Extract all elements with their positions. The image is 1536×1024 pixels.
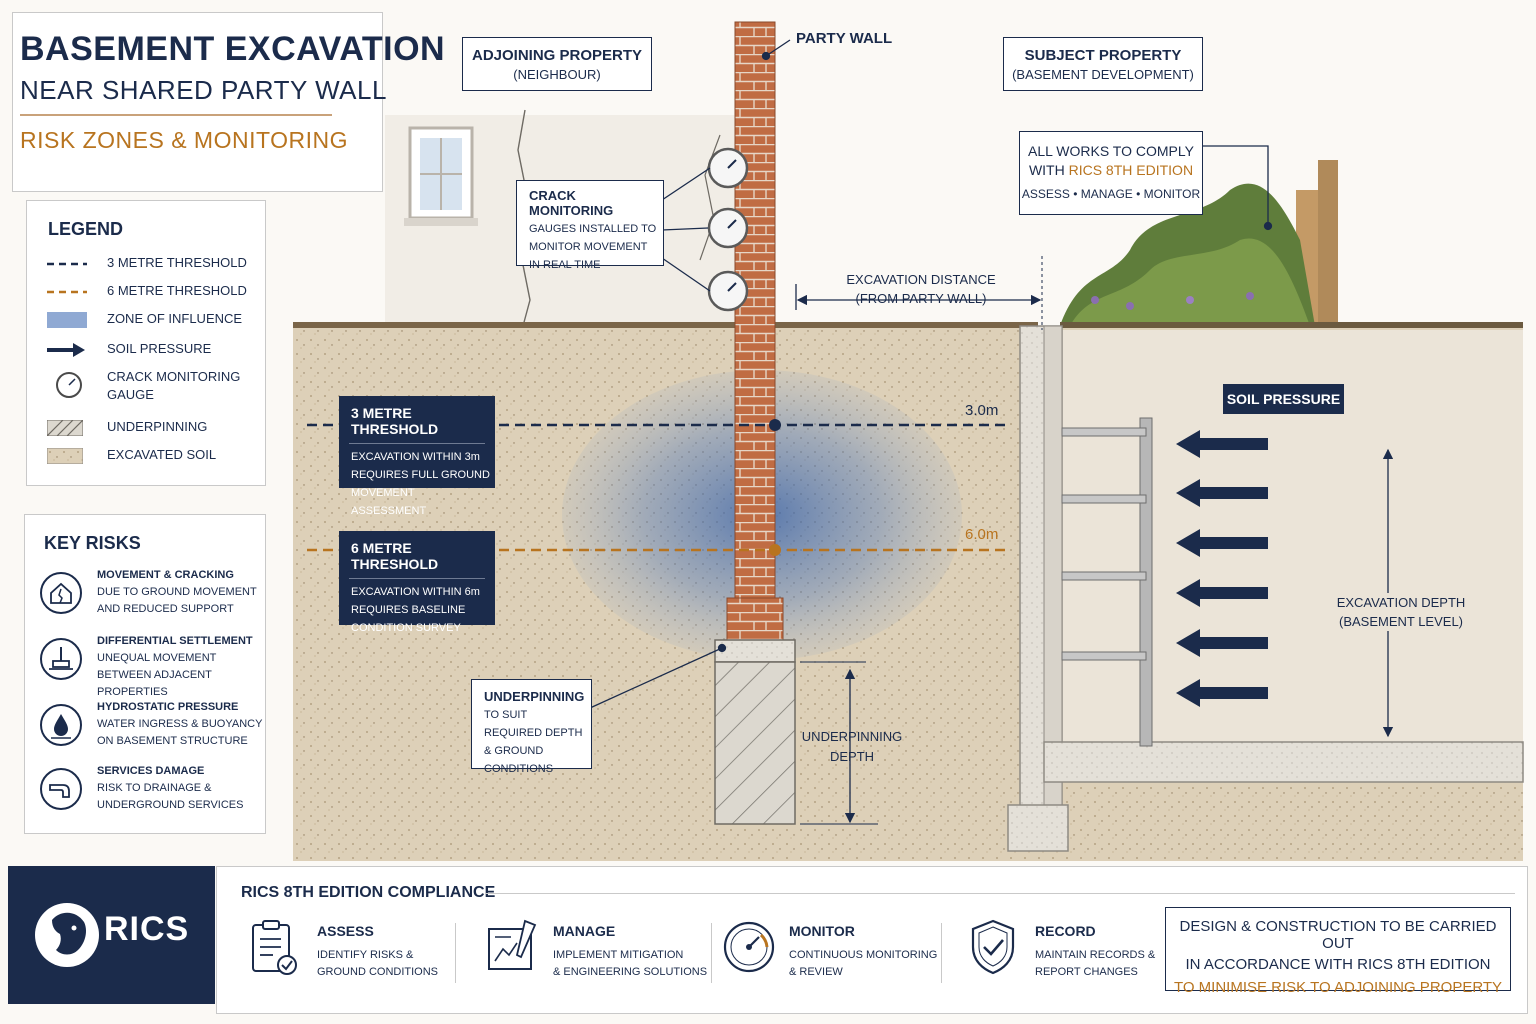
rics-logo: RICS xyxy=(8,866,215,1004)
soil-pressure-label: SOIL PRESSURE xyxy=(1223,384,1344,414)
soil-swatch-icon xyxy=(47,448,83,464)
adjoining-property-label: ADJOINING PROPERTY (NEIGHBOUR) xyxy=(462,37,652,91)
compliance-heading: RICS 8TH EDITION COMPLIANCE xyxy=(241,884,496,901)
hatched-swatch-icon xyxy=(47,420,83,436)
risk-item: HYDROSTATIC PRESSURE WATER INGRESS & BUO… xyxy=(39,699,262,759)
house-crack-icon xyxy=(40,572,82,614)
compliance-callout: ALL WORKS TO COMPLY WITH RICS 8TH EDITIO… xyxy=(1019,131,1203,215)
party-wall xyxy=(726,21,784,641)
gauge-icon xyxy=(56,372,82,398)
step-divider xyxy=(711,923,712,983)
legend-item: 6 METRE THRESHOLD xyxy=(47,281,257,303)
page-title: BASEMENT EXCAVATION xyxy=(20,30,446,68)
three-metre-marker: 3.0m xyxy=(965,402,999,419)
page-tagline: RISK ZONES & MONITORING xyxy=(20,127,348,153)
clipboard-icon xyxy=(252,920,297,975)
legend-item: EXCAVATED SOIL xyxy=(47,445,257,467)
blue-zone-swatch-icon xyxy=(47,312,87,328)
pipe-icon xyxy=(40,768,82,810)
legend-item: 3 METRE THRESHOLD xyxy=(47,253,257,275)
three-metre-threshold-callout: 3 METRE THRESHOLD EXCAVATION WITHIN 3m R… xyxy=(339,396,495,517)
step-monitor: MONITOR CONTINUOUS MONITORING& REVIEW xyxy=(721,917,951,987)
crack-gauges xyxy=(707,147,749,312)
crack-monitoring-callout: CRACK MONITORING GAUGES INSTALLED TO MON… xyxy=(516,180,664,271)
six-metre-threshold-callout: 6 METRE THRESHOLD EXCAVATION WITHIN 6m R… xyxy=(339,531,495,634)
heading-rule xyxy=(485,893,1515,894)
legend-title: LEGEND xyxy=(48,219,124,239)
blueprint-icon xyxy=(488,919,537,970)
title-divider xyxy=(20,114,332,116)
settlement-icon xyxy=(40,638,82,680)
risk-item: SERVICES DAMAGE RISK TO DRAINAGE & UNDER… xyxy=(39,763,261,823)
water-drop-icon xyxy=(40,704,82,746)
legend-item: CRACK MONITORING GAUGE xyxy=(47,367,257,407)
party-wall-label: PARTY WALL xyxy=(796,30,893,47)
underpinning-callout: UNDERPINNING TO SUIT REQUIRED DEPTH & GR… xyxy=(471,679,592,775)
legend-panel: LEGEND 3 METRE THRESHOLD 6 METRE THRESHO… xyxy=(26,200,266,486)
legend-item: ZONE OF INFLUENCE xyxy=(47,309,257,331)
orange-dashed-line-icon xyxy=(47,290,87,294)
step-assess: ASSESS IDENTIFY RISKS &GROUND CONDITIONS xyxy=(249,917,449,987)
title-panel xyxy=(12,12,383,192)
underpinning-depth-label: UNDERPINNING DEPTH xyxy=(801,729,903,764)
compliance-statement: DESIGN & CONSTRUCTION TO BE CARRIED OUT … xyxy=(1165,907,1511,996)
excavation-depth-label: EXCAVATION DEPTH (BASEMENT LEVEL) xyxy=(1322,593,1480,631)
legend-item: SOIL PRESSURE xyxy=(47,339,257,361)
arrow-icon xyxy=(47,343,85,357)
page-subtitle: NEAR SHARED PARTY WALL xyxy=(20,75,387,105)
legend-item: UNDERPINNING xyxy=(47,417,257,439)
soil-pressure-arrows xyxy=(1176,430,1268,707)
key-risks-title: KEY RISKS xyxy=(44,533,141,553)
step-record: RECORD MAINTAIN RECORDS &REPORT CHANGES xyxy=(967,917,1167,987)
excavation-distance-label: EXCAVATION DISTANCE (FROM PARTY WALL) xyxy=(846,272,996,306)
six-metre-marker: 6.0m xyxy=(965,526,999,543)
step-divider xyxy=(455,923,456,983)
gauge-icon xyxy=(723,921,775,973)
shield-check-icon xyxy=(971,919,1015,975)
neighbour-house xyxy=(385,109,735,327)
subject-property-label: SUBJECT PROPERTY (BASEMENT DEVELOPMENT) xyxy=(1003,37,1203,91)
garden xyxy=(1060,160,1338,326)
step-manage: MANAGE IMPLEMENT MITIGATION& ENGINEERING… xyxy=(485,917,715,987)
risk-item: MOVEMENT & CRACKING DUE TO GROUND MOVEME… xyxy=(39,567,261,627)
rics-wordmark: RICS xyxy=(104,910,190,948)
navy-dashed-line-icon xyxy=(47,262,87,266)
risk-item: DIFFERENTIAL SETTLEMENT UNEQUAL MOVEMENT… xyxy=(39,633,261,698)
underpinning-block xyxy=(714,639,796,825)
compliance-panel: RICS 8TH EDITION COMPLIANCE ASSESS IDENT… xyxy=(216,866,1528,1014)
step-divider xyxy=(941,923,942,983)
key-risks-panel: KEY RISKS MOVEMENT & CRACKING DUE TO GRO… xyxy=(24,514,266,834)
lion-icon xyxy=(35,903,99,967)
